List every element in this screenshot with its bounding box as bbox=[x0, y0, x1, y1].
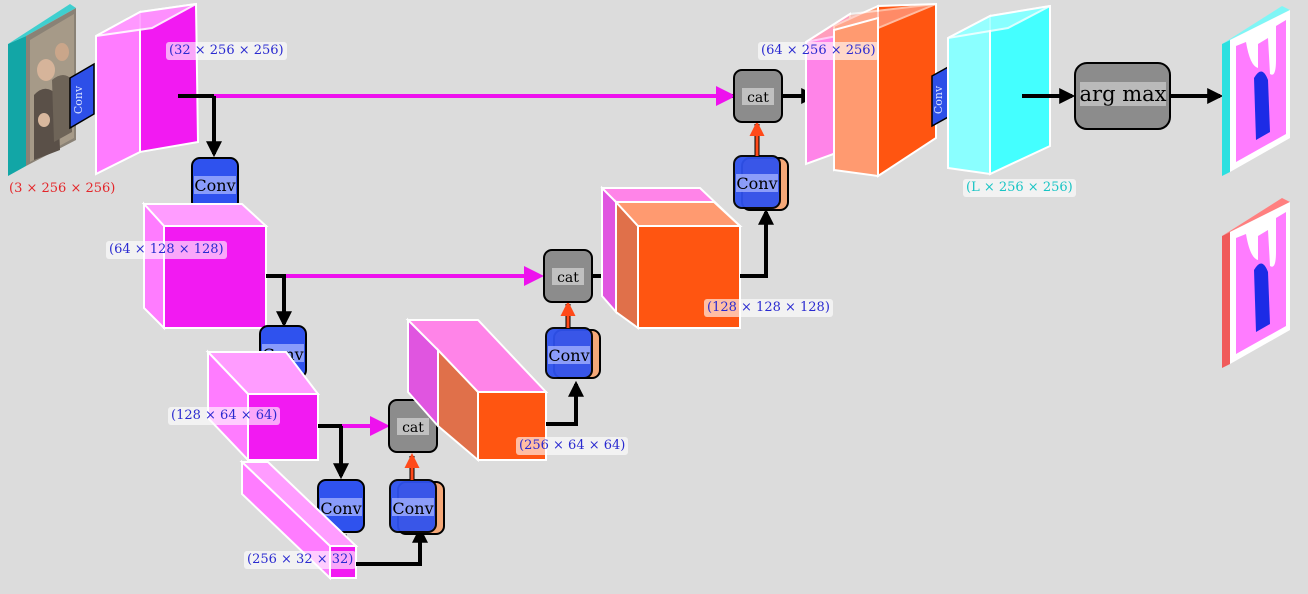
conv-up-2: Conv bbox=[545, 327, 601, 379]
svg-text:cat: cat bbox=[747, 90, 769, 106]
svg-text:cat: cat bbox=[402, 420, 424, 436]
conv-down-3: Conv bbox=[317, 479, 365, 533]
input-image bbox=[8, 4, 76, 176]
argmax-block: arg max bbox=[1074, 62, 1171, 130]
output-dim-label: (L × 256 × 256) bbox=[963, 179, 1076, 197]
dec3-dim-label: (256 × 64 × 64) bbox=[516, 437, 629, 455]
cat-2: cat bbox=[543, 249, 593, 303]
svg-text:Conv: Conv bbox=[194, 176, 235, 195]
ground-truth-map bbox=[1222, 198, 1290, 368]
encoder-block-4 bbox=[239, 459, 359, 581]
conv-up-3: Conv bbox=[389, 479, 445, 535]
prediction-map bbox=[1222, 6, 1290, 176]
svg-text:Conv: Conv bbox=[736, 174, 777, 193]
svg-text:Conv: Conv bbox=[392, 499, 433, 518]
svg-text:Conv: Conv bbox=[548, 346, 589, 365]
encoder-block-1 bbox=[95, 2, 200, 176]
input-dim-label: (3 × 256 × 256) bbox=[9, 181, 116, 196]
conv-down-1: Conv bbox=[191, 157, 239, 211]
enc2-dim-label: (64 × 128 × 128) bbox=[106, 241, 227, 259]
enc1-dim-label: (32 × 256 × 256) bbox=[166, 42, 287, 60]
decoder-block-2 bbox=[600, 185, 743, 330]
encoder-block-2 bbox=[141, 201, 269, 331]
output-conv: Conv bbox=[931, 64, 951, 128]
cat-3: cat bbox=[388, 399, 438, 453]
conv-up-1: Conv bbox=[733, 155, 789, 211]
svg-text:Conv: Conv bbox=[320, 499, 361, 518]
enc3-dim-label: (128 × 64 × 64) bbox=[168, 407, 281, 425]
input-conv: Conv bbox=[69, 62, 95, 130]
svg-text:cat: cat bbox=[557, 270, 579, 286]
enc4-dim-label: (256 × 32 × 32) bbox=[244, 551, 357, 569]
output-block bbox=[947, 4, 1051, 176]
svg-text:arg max: arg max bbox=[1080, 82, 1167, 106]
svg-text:Conv: Conv bbox=[72, 85, 85, 114]
dec2-dim-label: (128 × 128 × 128) bbox=[704, 299, 833, 317]
dec1-dim-label: (64 × 256 × 256) bbox=[758, 42, 879, 60]
cat-1: cat bbox=[733, 69, 783, 123]
svg-text:Conv: Conv bbox=[932, 85, 945, 114]
encoder-block-3 bbox=[205, 349, 321, 463]
decoder-block-1 bbox=[805, 2, 937, 178]
